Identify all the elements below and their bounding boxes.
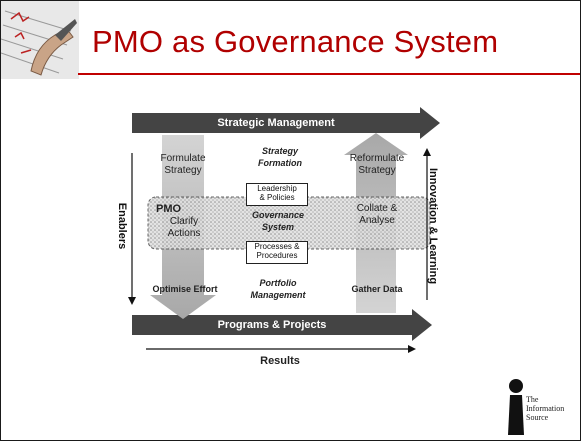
governance-diagram: Strategic Management Programs & Projects… — [110, 105, 470, 375]
pmo-label: PMO — [156, 203, 182, 215]
leadership-policies-box: Leadership & Policies — [246, 183, 308, 206]
logo-line-1: The — [526, 395, 539, 404]
diagram-graphics — [128, 107, 440, 353]
portfolio-management-label: Portfolio Management — [250, 278, 306, 300]
logo-line-2: Information — [526, 404, 565, 413]
title-underline — [78, 73, 580, 75]
reformulate-strategy-label: Reformulate Strategy — [349, 153, 405, 176]
processes-procedures-box: Processes & Procedures — [246, 241, 308, 264]
gather-data-label: Gather Data — [351, 284, 403, 294]
slide-title: PMO as Governance System — [92, 24, 499, 59]
information-source-logo: The Information Source — [506, 377, 578, 439]
collate-analyse-label: Collate & Analyse — [356, 203, 398, 226]
results-label: Results — [260, 355, 300, 367]
strategy-formation-label: Strategy Formation — [258, 146, 302, 168]
logo-line-3: Source — [526, 413, 549, 422]
strategic-management-label: Strategic Management — [217, 117, 335, 129]
top-bar-arrow — [132, 107, 440, 139]
bottom-bar-arrow — [132, 309, 432, 341]
hand-writing-image — [1, 1, 79, 79]
governance-system-label: Governance System — [251, 210, 305, 232]
enablers-label: Enablers — [116, 202, 128, 250]
innovation-learning-label: Innovation & Learning — [427, 167, 439, 285]
optimise-effort-label: Optimise Effort — [152, 284, 218, 294]
clarify-actions-label: Clarify Actions — [167, 216, 201, 239]
formulate-strategy-label: Formulate Strategy — [160, 153, 206, 176]
programs-projects-label: Programs & Projects — [217, 319, 327, 331]
